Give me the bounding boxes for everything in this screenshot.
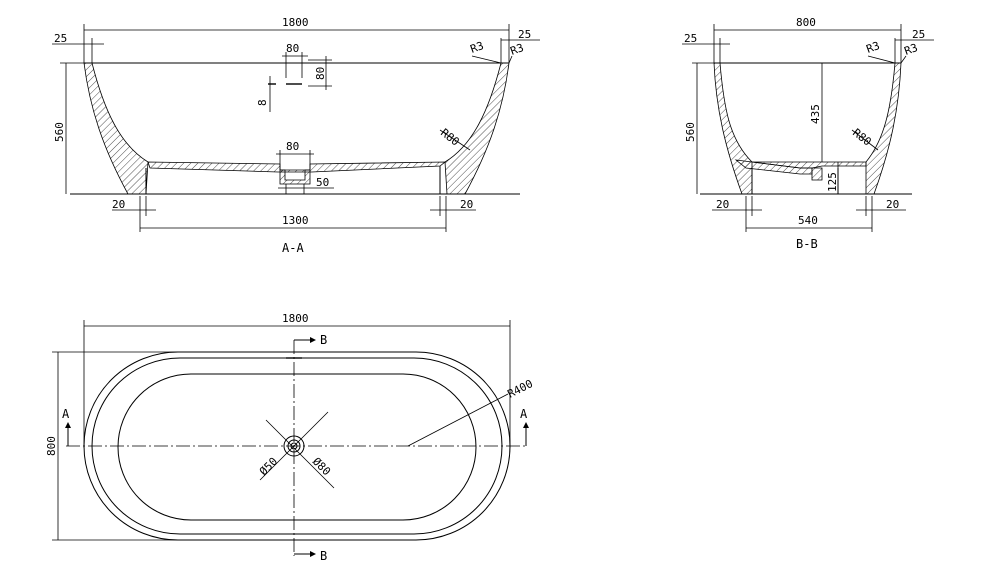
plan-view: Ø50 Ø80 R400 1800 800 B B A A bbox=[45, 312, 535, 563]
plan-drain-outer bbox=[283, 435, 305, 457]
section-bb-title: B-B bbox=[796, 237, 818, 251]
dim-aa-slot-thickness: 8 bbox=[256, 99, 269, 106]
section-aa-right-wall bbox=[444, 62, 510, 195]
dim-aa-base-length: 1300 bbox=[282, 214, 309, 227]
dim-aa-drain-hole: 50 bbox=[316, 176, 329, 189]
dim-aa-slot-width: 80 bbox=[286, 42, 299, 55]
section-aa-left-wall bbox=[83, 62, 149, 195]
dim-bb-foot-right: 20 bbox=[886, 198, 899, 211]
dim-plan-width: 800 bbox=[45, 436, 58, 456]
section-aa-drain bbox=[279, 169, 311, 185]
section-aa-bottom-slab bbox=[147, 161, 447, 173]
dim-aa-wall-left: 25 bbox=[54, 32, 67, 45]
dim-bb-height: 560 bbox=[684, 122, 697, 142]
section-bb-drain bbox=[811, 167, 823, 181]
dim-aa-foot-left: 20 bbox=[112, 198, 125, 211]
plan-drain-inner bbox=[287, 439, 301, 453]
dim-plan-drain-outer: Ø80 bbox=[310, 455, 333, 478]
section-marker-a-right: A bbox=[520, 407, 528, 421]
dim-aa-slot-height: 80 bbox=[314, 67, 327, 80]
dim-bb-foot-left: 20 bbox=[716, 198, 729, 211]
dim-aa-foot-right: 20 bbox=[460, 198, 473, 211]
dim-aa-r3-b: R3 bbox=[509, 41, 526, 58]
dim-bb-inner-radius: R80 bbox=[850, 126, 874, 148]
dim-bb-wall-left: 25 bbox=[684, 32, 697, 45]
section-marker-b-top: B bbox=[320, 333, 327, 347]
dim-bb-wall-right: 25 bbox=[912, 28, 925, 41]
dim-bb-r3-a: R3 bbox=[865, 39, 882, 56]
dim-bb-width: 800 bbox=[796, 16, 816, 29]
dim-aa-wall-right: 25 bbox=[518, 28, 531, 41]
section-aa-view: 1800 25 R3 R3 25 80 80 8 560 R80 bbox=[52, 16, 540, 255]
dim-aa-inner-radius: R80 bbox=[438, 126, 462, 148]
section-bb-right-wall bbox=[865, 62, 902, 195]
dim-aa-drain-width: 80 bbox=[286, 140, 299, 153]
section-bb-left-wall bbox=[713, 62, 753, 195]
dim-bb-base-width: 540 bbox=[798, 214, 818, 227]
dim-plan-drain-inner: Ø50 bbox=[257, 455, 280, 478]
section-marker-b-bottom: B bbox=[320, 549, 327, 563]
plan-basin-outline bbox=[117, 373, 477, 521]
section-bb-view: 800 25 R3 R3 25 560 435 R80 125 20 bbox=[682, 16, 934, 251]
section-marker-a-left: A bbox=[62, 407, 70, 421]
dim-bb-r3-b: R3 bbox=[903, 41, 920, 58]
dim-plan-length: 1800 bbox=[282, 312, 309, 325]
dim-bb-drain-height: 125 bbox=[826, 172, 839, 192]
dim-aa-r3-a: R3 bbox=[469, 39, 486, 56]
dim-bb-inner-depth: 435 bbox=[809, 104, 822, 124]
dim-aa-height: 560 bbox=[53, 122, 66, 142]
section-bb-floor bbox=[751, 161, 867, 169]
dim-aa-length: 1800 bbox=[282, 16, 309, 29]
section-aa-title: A-A bbox=[282, 241, 304, 255]
